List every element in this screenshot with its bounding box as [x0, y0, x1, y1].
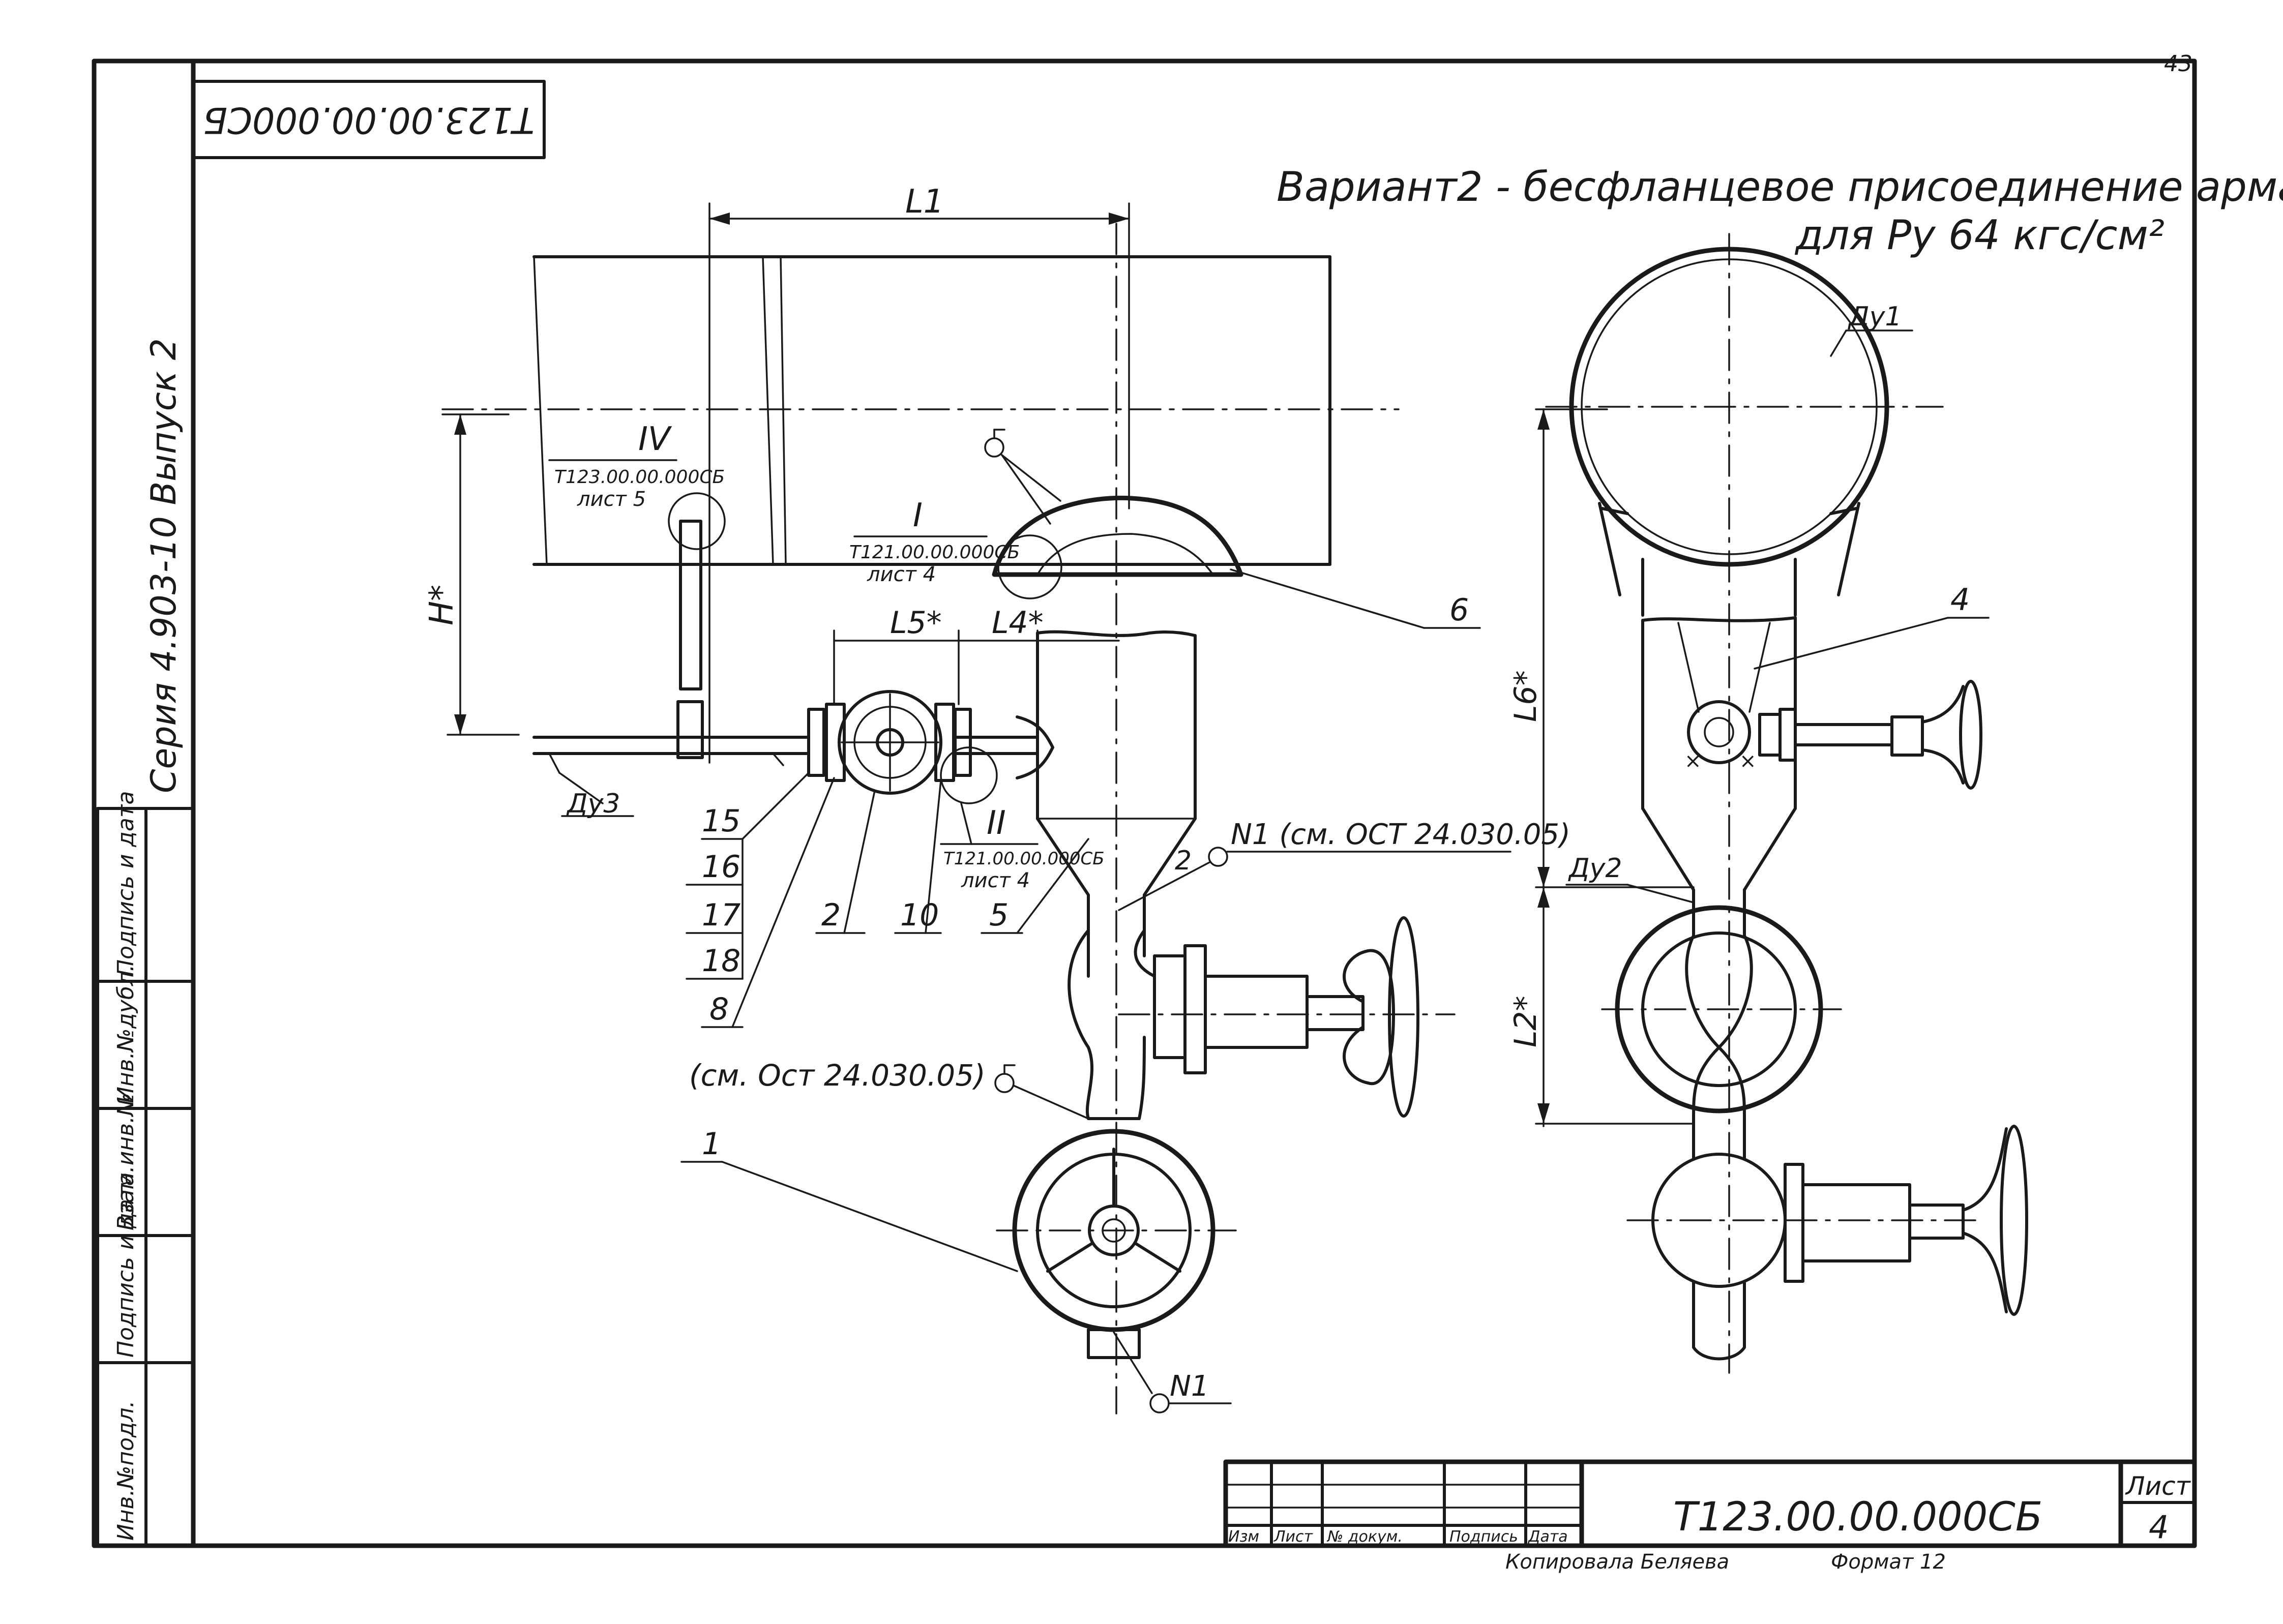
- dim-h-label: H*: [423, 585, 461, 625]
- callout-iv-doc: Т123.00.00.000СБ: [554, 467, 725, 488]
- sheet-label: Лист: [2125, 1471, 2191, 1501]
- valve-body-side: [1601, 905, 2028, 1361]
- mirrored-code: Т123.00.00.000СБ: [203, 99, 535, 141]
- stamp-dubl: Инв.№дубл.: [113, 965, 139, 1103]
- n1-bottom-label: N1: [1170, 1370, 1209, 1403]
- dim-l1-label: L1: [905, 183, 944, 221]
- callout-ost-text: (см. Ост 24.030.05): [689, 1058, 986, 1093]
- pos-16: 16: [702, 849, 740, 885]
- page-number: 43: [2164, 51, 2192, 77]
- series-label: Серия 4.903-10 Выпуск 2: [144, 338, 184, 793]
- n1-ost-label: N1 (см. ОСТ 24.030.05): [1231, 818, 1570, 851]
- small-pipe-iv: [676, 520, 704, 759]
- stamp-inv-podl: Инв.№подл.: [113, 1400, 139, 1541]
- dim-du2-label: Ду2: [1568, 853, 1622, 884]
- dim-l5-label: L5*: [890, 605, 942, 641]
- stamp-podpis-2: Подпись и дата: [113, 791, 139, 976]
- valve-body-front: [1068, 916, 1456, 1120]
- col-date: Дата: [1527, 1528, 1568, 1546]
- callout-i-sheet: лист 4: [867, 563, 936, 586]
- main-handwheel-front: [996, 1129, 1237, 1359]
- callout-n1-bottom: N1: [1113, 1331, 1232, 1414]
- pos-2: 2: [821, 897, 841, 933]
- dim-l2-label: L2*: [1508, 996, 1544, 1047]
- pos-10: 10: [900, 897, 939, 933]
- dim-l1: L1: [708, 183, 1130, 764]
- outer-frame: [92, 58, 2197, 1548]
- svg-text:×: ×: [1739, 749, 1757, 773]
- pipe-du3: Ду3: [532, 715, 1054, 819]
- leader-4: 4: [1754, 582, 1990, 670]
- designation: Т123.00.00.000СБ: [1673, 1494, 2042, 1540]
- callout-i-doc: Т121.00.00.000СБ: [849, 542, 1020, 563]
- callout-ii-num: II: [987, 804, 1006, 842]
- dim-l5-l4: L5* L4*: [833, 605, 1120, 718]
- nozzle-body-side: × ×: [1641, 558, 1982, 917]
- left-stamp: Инв.№подл. Подпись и дата Взам.инв.№ Инв…: [96, 791, 195, 1547]
- pos-5: 5: [989, 897, 1009, 933]
- nozzle-body-front: [1036, 223, 1197, 1415]
- dim-du3-label: Ду3: [566, 789, 620, 819]
- callout-n1-ost: N1 (см. ОСТ 24.030.05) 2: [1118, 818, 1570, 911]
- format-label: Формат 12: [1831, 1550, 1946, 1574]
- saddle-plate: [992, 495, 1243, 577]
- dim-h: H*: [423, 413, 520, 736]
- stamp-podpis-1: Подпись и дата: [113, 1172, 139, 1358]
- dim-du1-label: Ду1: [1848, 302, 1902, 332]
- dim-l4-label: L4*: [992, 605, 1044, 641]
- col-sign: Подпись: [1449, 1528, 1518, 1546]
- title-block: Изм Лист № докум. Подпись Дата Т123.00.0…: [1223, 1459, 2197, 1548]
- small-valve-handwheel: [838, 690, 942, 795]
- copied-by: Копировала Беляева: [1505, 1550, 1729, 1574]
- callout-iv: IV Т123.00.00.000СБ лист 5: [548, 420, 726, 550]
- callout-ii-sheet: лист 4: [961, 869, 1030, 892]
- col-doc: № докум.: [1326, 1528, 1403, 1546]
- vessel-side: Ду1: [1545, 233, 1944, 1374]
- callout-ii: II Т121.00.00.000СБ лист 4: [940, 746, 1105, 892]
- dim-side: L6* L2* Ду2: [1508, 408, 1695, 1127]
- stamp-vzam: Взам.инв.№: [113, 1093, 139, 1230]
- mirrored-code-box: [192, 80, 546, 159]
- title-line-1: Вариант2 - бесфланцевое присоединение ар…: [1277, 163, 2283, 210]
- sheet-number: 4: [2149, 1509, 2169, 1546]
- callout-iv-num: IV: [638, 420, 672, 458]
- pos-17: 17: [702, 897, 740, 933]
- svg-text:×: ×: [1684, 749, 1702, 773]
- pos-15: 15: [702, 803, 740, 839]
- pos-18: 18: [702, 943, 740, 979]
- callout-iv-sheet: лист 5: [577, 488, 646, 511]
- leader-6: 6: [1230, 568, 1481, 629]
- callout-ii-doc: Т121.00.00.000СБ: [943, 849, 1105, 869]
- callout-i: I Т121.00.00.000СБ лист 4: [849, 429, 1062, 599]
- dim-l6-label: L6*: [1508, 670, 1544, 722]
- callout-ost: (см. Ост 24.030.05): [689, 1058, 1089, 1120]
- col-izm: Изм: [1228, 1528, 1259, 1546]
- col-list: Лист: [1273, 1528, 1314, 1546]
- pos-6: 6: [1449, 592, 1469, 628]
- pos-4: 4: [1950, 582, 1970, 618]
- pos-2b: 2: [1175, 846, 1192, 876]
- callout-i-num: I: [913, 497, 923, 534]
- vessel-wall: [441, 255, 1400, 566]
- title-line-2: для Ру 64 кгс/см²: [1794, 212, 2165, 259]
- pos-8: 8: [709, 991, 729, 1027]
- pos-1: 1: [702, 1126, 721, 1162]
- position-leaders-front: 15 16 17 18 8 2 10 5 1: [680, 772, 1089, 1272]
